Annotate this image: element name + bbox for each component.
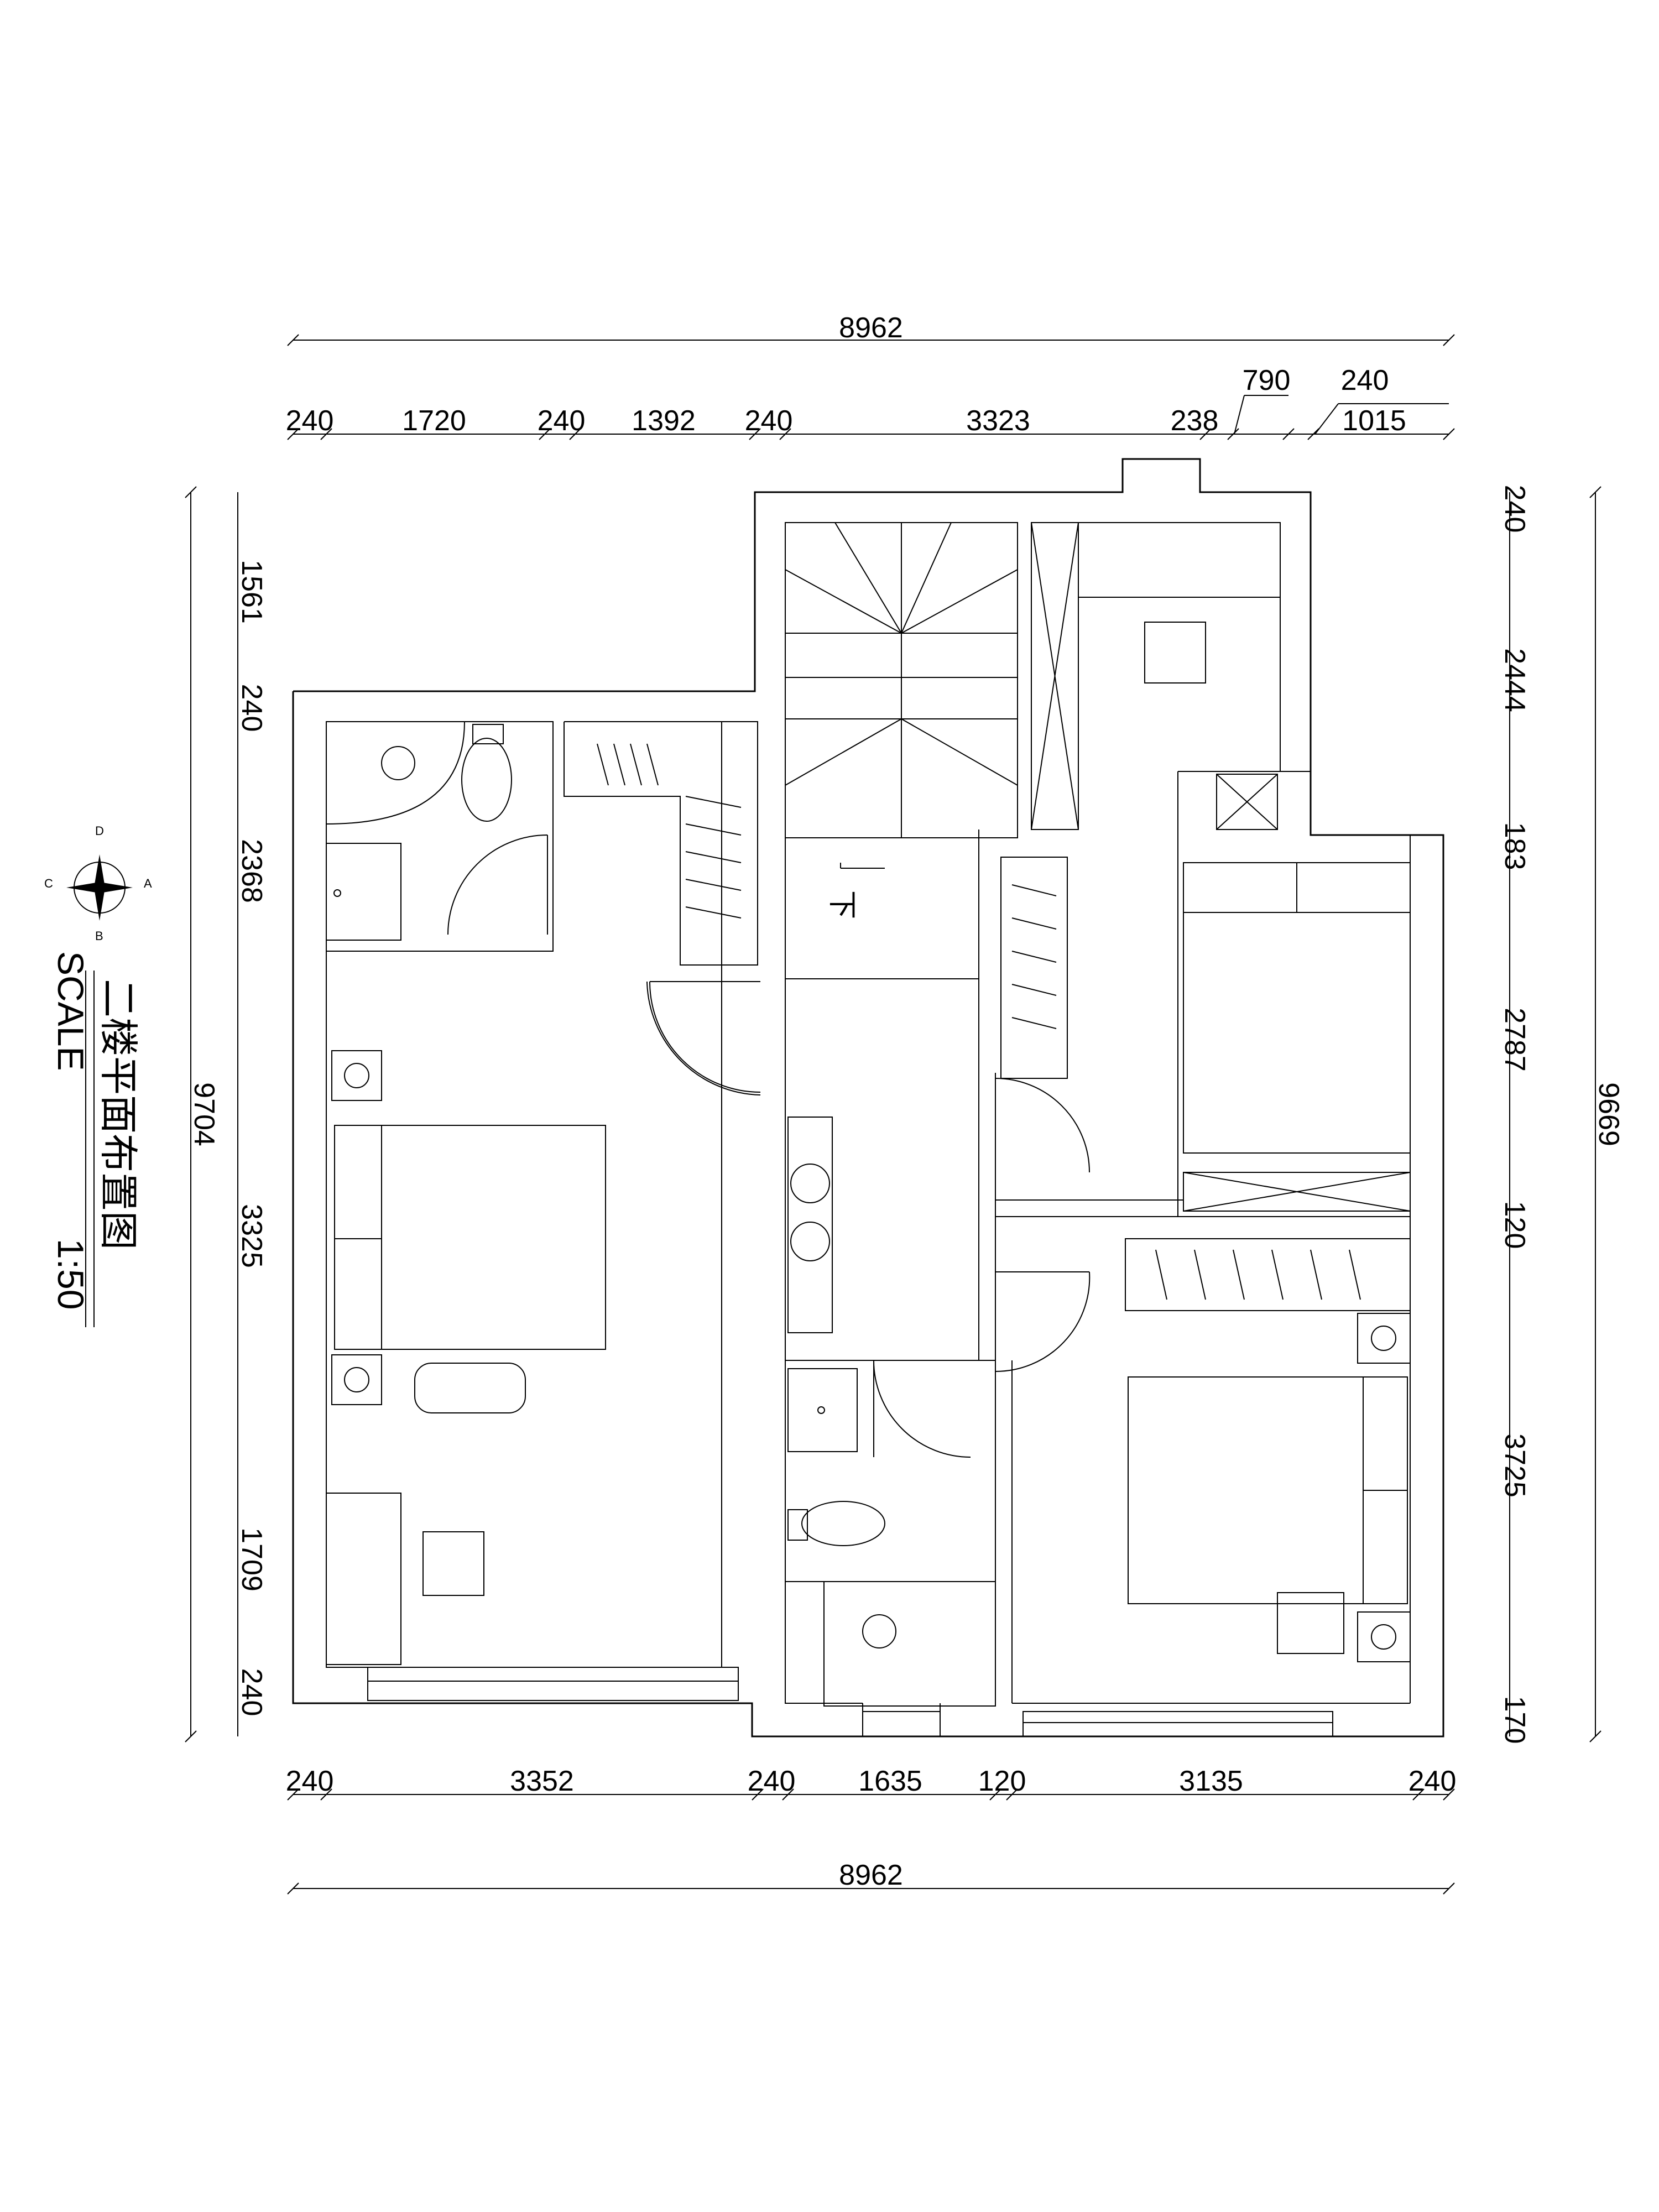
right-total-dimension: 9669 xyxy=(1589,486,1625,1743)
windows xyxy=(367,1667,1333,1737)
desk-icon xyxy=(1078,522,1281,598)
bedroom-left xyxy=(326,981,761,1665)
top-raised-dim-1: 790 xyxy=(1243,364,1291,397)
bottom-dim-1: 240 xyxy=(286,1765,334,1797)
right-dim-4: 2787 xyxy=(1499,1008,1531,1072)
stove-burner-icon xyxy=(790,1164,830,1203)
left-dim-1: 1561 xyxy=(236,560,268,624)
bottom-dim-6: 3135 xyxy=(1179,1765,1243,1797)
desk-icon xyxy=(326,1493,401,1665)
tall-cabinet xyxy=(1031,522,1079,830)
staircase: 下 xyxy=(785,522,1018,919)
right-total-label: 9669 xyxy=(1593,1082,1625,1146)
left-dim-4: 3325 xyxy=(236,1204,268,1268)
bottom-row-dimension: 240 3352 240 1635 120 3135 240 xyxy=(286,1765,1457,1801)
chair-icon xyxy=(422,1531,484,1596)
nightstand-icon xyxy=(331,1354,382,1405)
cabinet-icon xyxy=(1216,774,1278,830)
top-dim-8: 1015 xyxy=(1342,405,1406,437)
left-dim-2: 240 xyxy=(236,684,268,732)
wardrobe-icon xyxy=(1125,1238,1411,1311)
washbasin-icon xyxy=(787,1368,858,1452)
compass-a: A xyxy=(144,877,152,890)
right-dim-5: 120 xyxy=(1499,1201,1531,1249)
washbasin-icon xyxy=(326,843,401,941)
bottom-dim-7: 240 xyxy=(1408,1765,1457,1797)
study-upper-right xyxy=(1078,522,1281,830)
top-dim-1: 240 xyxy=(286,405,334,437)
bottom-dim-5: 120 xyxy=(978,1765,1026,1797)
top-dim-3: 240 xyxy=(538,405,586,437)
left-dim-3: 2368 xyxy=(236,839,268,903)
toilet-icon xyxy=(461,738,512,822)
stair-direction-label: 下 xyxy=(826,890,858,919)
right-dim-2: 2444 xyxy=(1499,648,1531,712)
nightstand-icon xyxy=(1357,1611,1411,1662)
top-total-label: 8962 xyxy=(839,312,903,344)
top-row-dimension: 240 1720 240 1392 240 3323 238 1015 790 … xyxy=(286,364,1455,440)
chair-icon xyxy=(1277,1592,1344,1654)
bottom-dim-2: 3352 xyxy=(510,1765,574,1797)
chair-icon xyxy=(1144,622,1206,684)
drawing-title: 二楼平面布置图 xyxy=(96,979,141,1250)
walk-in-closet-left xyxy=(564,721,758,966)
bottom-total-label: 8962 xyxy=(839,1859,903,1891)
bedroom-upper-right xyxy=(1183,862,1411,1212)
nightstand-icon xyxy=(331,1050,382,1101)
top-dim-6: 3323 xyxy=(966,405,1030,437)
top-total-dimension: 8962 xyxy=(287,312,1455,346)
top-dim-5: 240 xyxy=(745,405,793,437)
top-dim-2: 1720 xyxy=(402,405,466,437)
bottom-total-dimension: 8962 xyxy=(287,1859,1455,1895)
compass-b: B xyxy=(95,929,103,943)
slippers-icon xyxy=(414,1363,526,1413)
left-total-label: 9704 xyxy=(188,1082,220,1146)
left-total-dimension: 9704 xyxy=(185,486,220,1743)
bathroom-upper-left xyxy=(326,721,554,952)
scale-label: SCALE xyxy=(50,951,91,1071)
toilet-icon xyxy=(801,1501,885,1546)
right-dim-7: 170 xyxy=(1499,1696,1531,1744)
bottom-dim-4: 1635 xyxy=(858,1765,922,1797)
bathroom-lower-middle xyxy=(787,1360,996,1707)
compass-d: D xyxy=(95,824,104,838)
right-dim-3: 183 xyxy=(1499,822,1531,870)
wardrobe-middle xyxy=(995,857,1090,1173)
top-dim-4: 1392 xyxy=(632,405,696,437)
bed-icon xyxy=(334,1125,606,1350)
stove-burner-icon xyxy=(790,1222,830,1261)
doors xyxy=(646,981,1091,1373)
left-dim-6: 240 xyxy=(236,1668,268,1717)
wardrobe-icon xyxy=(1183,1172,1411,1212)
top-raised-dim-2: 240 xyxy=(1341,364,1389,397)
drawing-title-block: 二楼平面布置图 SCALE 1:50 xyxy=(50,951,141,1327)
compass-icon: D A B C xyxy=(44,824,152,943)
left-dim-5: 1709 xyxy=(236,1527,268,1592)
left-col-dimension: 1561 240 2368 3325 1709 240 xyxy=(236,492,268,1736)
right-dim-1: 240 xyxy=(1499,485,1531,533)
top-dim-7: 238 xyxy=(1171,405,1219,437)
bottom-dim-3: 240 xyxy=(748,1765,796,1797)
nightstand-icon xyxy=(1357,1313,1411,1364)
compass-c: C xyxy=(44,877,53,890)
scale-value: 1:50 xyxy=(50,1239,91,1310)
shower-icon xyxy=(862,1614,896,1648)
corridor-counter xyxy=(787,1117,833,1333)
exterior-walls xyxy=(292,458,1444,1738)
bedroom-lower-right xyxy=(1125,1238,1411,1662)
right-col-dimension: 240 2444 183 2787 120 3725 170 xyxy=(1499,485,1531,1744)
right-dim-6: 3725 xyxy=(1499,1433,1531,1498)
shower-icon xyxy=(381,746,415,780)
